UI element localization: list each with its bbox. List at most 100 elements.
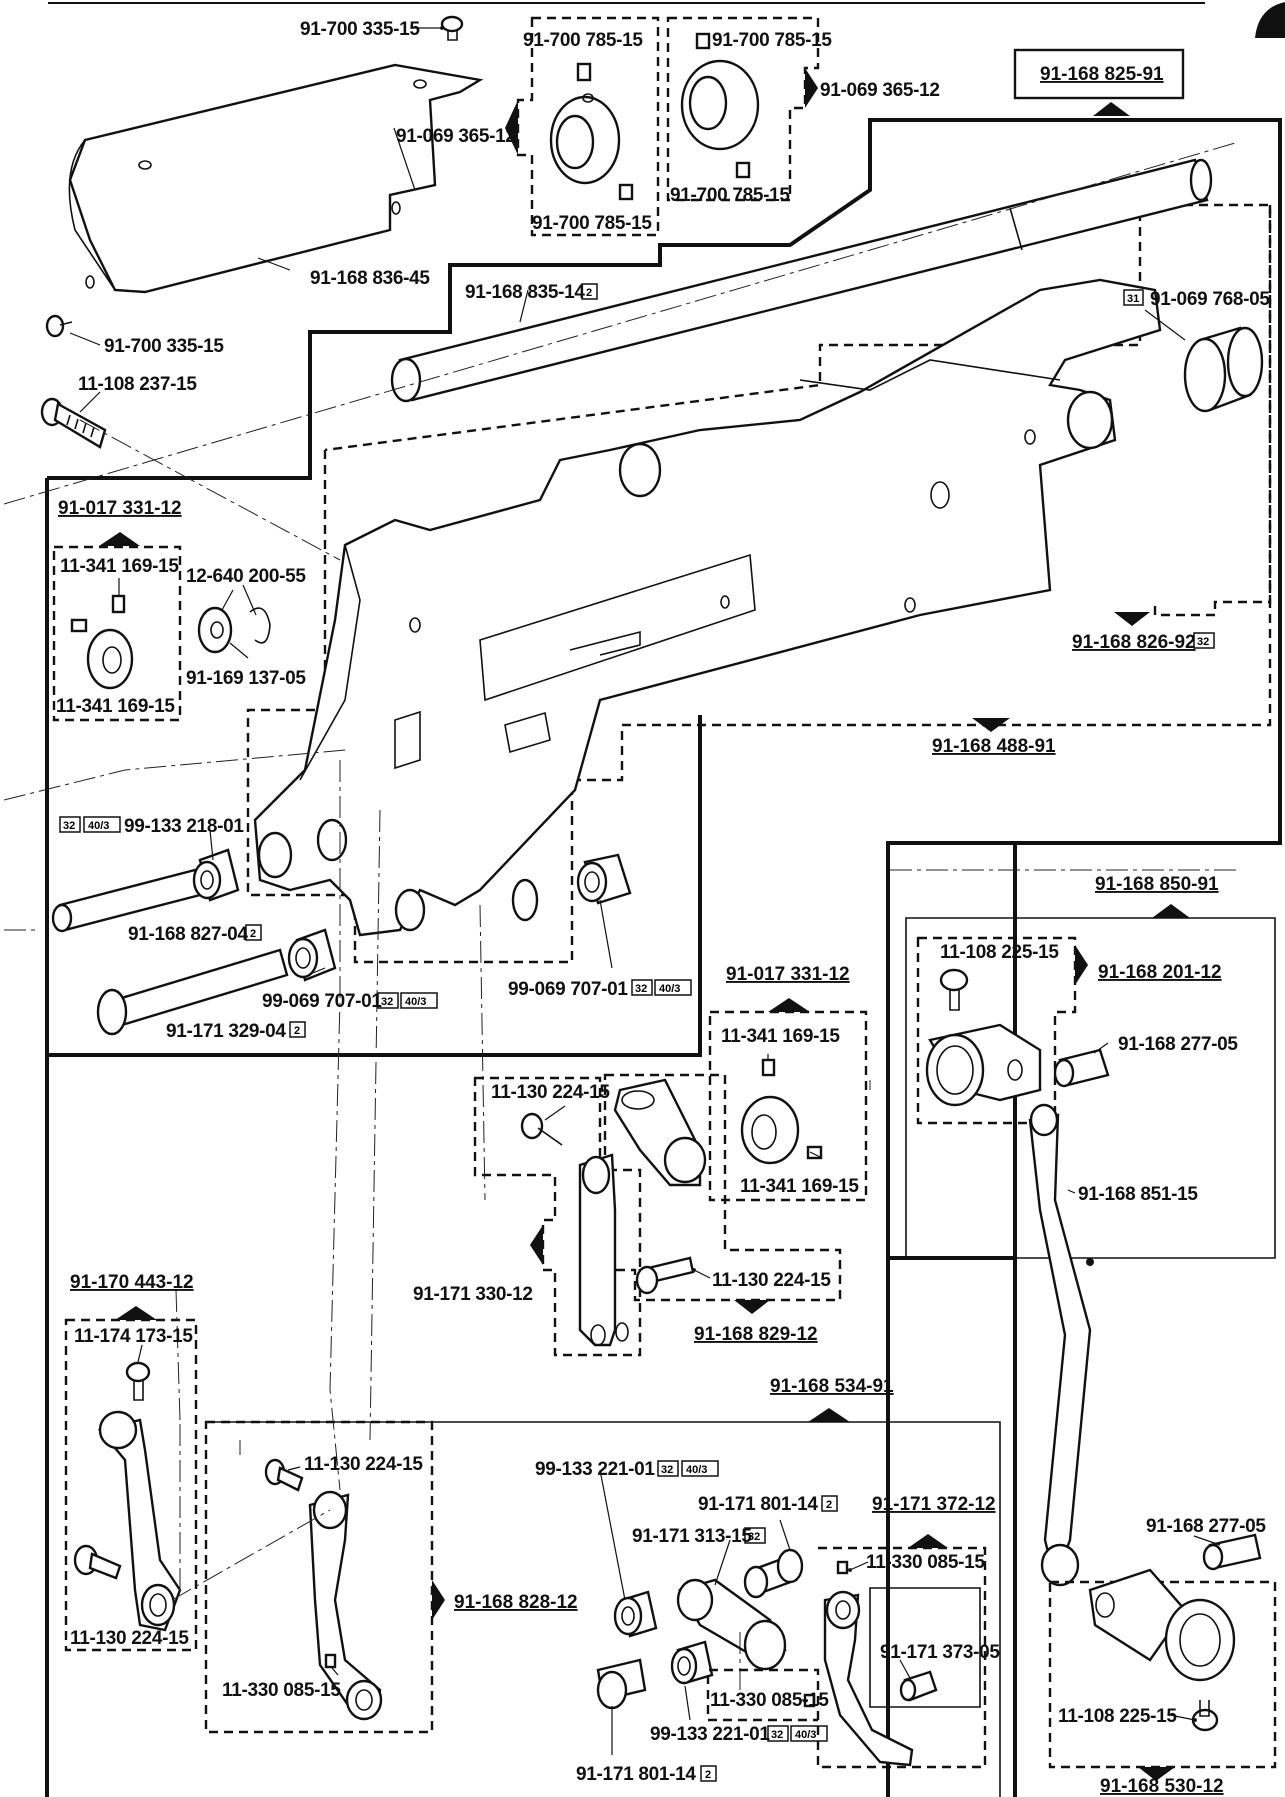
washer-icon xyxy=(197,606,271,654)
label-pin-801-b: 91-171 801-14 xyxy=(576,1764,696,1785)
code-bearing-707-right-2: 40/3 xyxy=(659,983,680,995)
label-clamp-201: 91-168 201-12 xyxy=(1098,962,1222,983)
code-bearing-221-a-2: 40/3 xyxy=(686,1464,707,1476)
screw-icon xyxy=(264,1458,304,1492)
screw-icon xyxy=(1191,1700,1219,1732)
label-pin-277-b: 91-168 277-05 xyxy=(1146,1516,1266,1537)
code-bearing-707-right-1: 32 xyxy=(635,983,647,995)
label-frame-assembly: 91-168 826-92 xyxy=(1072,632,1196,653)
assembly-534-outline xyxy=(206,1421,1001,1797)
label-collar-box1-code: 91-069 365-12 xyxy=(396,126,516,147)
lever-372-outline xyxy=(706,1546,987,1769)
code-pin-329: 2 xyxy=(294,1025,300,1037)
label-screw-cover: 91-700 335-15 xyxy=(104,336,224,357)
label-bearing-707-right: 99-069 707-01 xyxy=(508,979,628,1000)
screw-icon xyxy=(324,1653,337,1669)
code-bearing-707-2: 40/3 xyxy=(405,996,426,1008)
main-assembly-outline xyxy=(45,118,1282,1797)
label-screw-225-a: 11-108 225-15 xyxy=(940,942,1059,963)
pin-icon xyxy=(1053,1048,1110,1088)
crank-443 xyxy=(97,1410,182,1632)
code-bearing-221-b-2: 40/3 xyxy=(795,1729,816,1741)
code-bushing-right: 31 xyxy=(1127,293,1139,305)
label-screw-085-b: 11-330 085-15 xyxy=(866,1552,985,1573)
label-crank-829: 91-168 829-12 xyxy=(694,1324,818,1345)
main-assembly-label-box xyxy=(1013,48,1185,100)
screw-icon xyxy=(125,1361,151,1401)
label-bearing-221-a: 99-133 221-01 xyxy=(535,1459,655,1480)
collar-box-1-outline xyxy=(516,16,660,237)
label-pin-329: 91-171 329-04 xyxy=(166,1021,286,1042)
label-link-313: 91-171 313-15 xyxy=(632,1526,752,1547)
page-tab-marker xyxy=(1255,2,1285,38)
label-screw-224-d: 11-130 224-15 xyxy=(304,1454,423,1475)
label-screw-173: 11-174 173-15 xyxy=(74,1326,193,1347)
screw-icon xyxy=(520,1112,563,1146)
rod-851 xyxy=(1028,1103,1092,1587)
code-frame-assembly: 32 xyxy=(1197,636,1209,648)
frame-dashed-outline xyxy=(246,203,1272,964)
bushing-right xyxy=(1183,326,1264,413)
label-bearing-707: 99-069 707-01 xyxy=(262,991,382,1012)
leader-lines xyxy=(69,26,1221,1755)
label-rod-851: 91-168 851-15 xyxy=(1078,1184,1198,1205)
clamp-530-outline xyxy=(1048,1580,1277,1769)
label-pin-801-a: 91-171 801-14 xyxy=(698,1494,818,1515)
label-screw-224-c: 11-130 224-15 xyxy=(70,1628,189,1649)
clamp-201 xyxy=(925,1023,1042,1107)
code-pin-827: 2 xyxy=(250,928,256,940)
label-screw-224-a: 11-130 224-15 xyxy=(491,1082,610,1103)
part-labels: 91-700 335-15 91-168 836-45 91-700 335-1… xyxy=(56,19,1271,1797)
shaft xyxy=(390,158,1213,403)
label-collar-mid-screw-a: 11-341 169-15 xyxy=(721,1026,840,1047)
pin-icon xyxy=(743,1548,804,1599)
label-collar-box2-code: 91-069 365-12 xyxy=(820,80,940,101)
clamp-530 xyxy=(1088,1568,1236,1682)
link-313 xyxy=(676,1578,787,1671)
bolt-icon xyxy=(40,397,107,449)
bearing-icon xyxy=(192,848,240,902)
label-screw-085-c: 11-330 085-15 xyxy=(710,1690,829,1711)
code-bearing-221-a-1: 32 xyxy=(661,1464,673,1476)
label-screw-top: 91-700 335-15 xyxy=(300,19,420,40)
label-crank-330: 91-171 330-12 xyxy=(413,1284,533,1305)
label-sub-assembly-488: 91-168 488-91 xyxy=(932,736,1056,757)
screw-icon xyxy=(73,1544,122,1580)
lever-372 xyxy=(823,1590,914,1767)
label-collar-set-left: 91-017 331-12 xyxy=(58,498,182,519)
label-collar-box2-screw-bottom: 91-700 785-15 xyxy=(670,185,790,206)
code-shaft: 2 xyxy=(586,287,592,299)
label-collar-box1-screw-top: 91-700 785-15 xyxy=(523,30,643,51)
center-lines xyxy=(3,419,1240,1690)
collar-icon xyxy=(680,32,760,179)
label-assembly-443: 91-170 443-12 xyxy=(70,1272,194,1293)
label-screw-085-a: 11-330 085-15 xyxy=(222,1680,341,1701)
pin-827 xyxy=(51,868,202,933)
assembly-markers xyxy=(99,68,1190,1781)
code-pin-801-b: 2 xyxy=(705,1769,711,1781)
collar-icon xyxy=(549,62,634,201)
label-bolt-left: 11-108 237-15 xyxy=(78,374,197,395)
label-washer-b: 91-169 137-05 xyxy=(186,668,306,689)
screw-icon xyxy=(836,1560,849,1575)
label-pin-827: 91-168 827-04 xyxy=(128,924,248,945)
screw-icon xyxy=(635,1256,695,1295)
code-link-313: 32 xyxy=(748,1531,760,1543)
bearing-icon xyxy=(613,1590,658,1638)
pin-icon xyxy=(596,1658,647,1710)
pin-icon xyxy=(1202,1533,1262,1571)
left-panel-bottom xyxy=(47,715,702,1057)
sub-assembly-frame-outline xyxy=(1153,205,1272,617)
label-washer: 12-640 200-55 xyxy=(186,566,306,587)
label-clamp-530: 91-168 530-12 xyxy=(1100,1776,1224,1797)
pin-icon xyxy=(899,1670,938,1702)
label-collar-left-screw-a: 11-341 169-15 xyxy=(60,556,179,577)
label-assembly-534: 91-168 534-91 xyxy=(770,1376,894,1397)
bearing-icon xyxy=(287,928,337,982)
label-crank-828: 91-168 828-12 xyxy=(454,1592,578,1613)
code-bearing-707-1: 32 xyxy=(381,996,393,1008)
label-assembly-850: 91-168 850-91 xyxy=(1095,874,1219,895)
pin-329 xyxy=(96,948,289,1036)
frame-casting xyxy=(253,278,1162,937)
